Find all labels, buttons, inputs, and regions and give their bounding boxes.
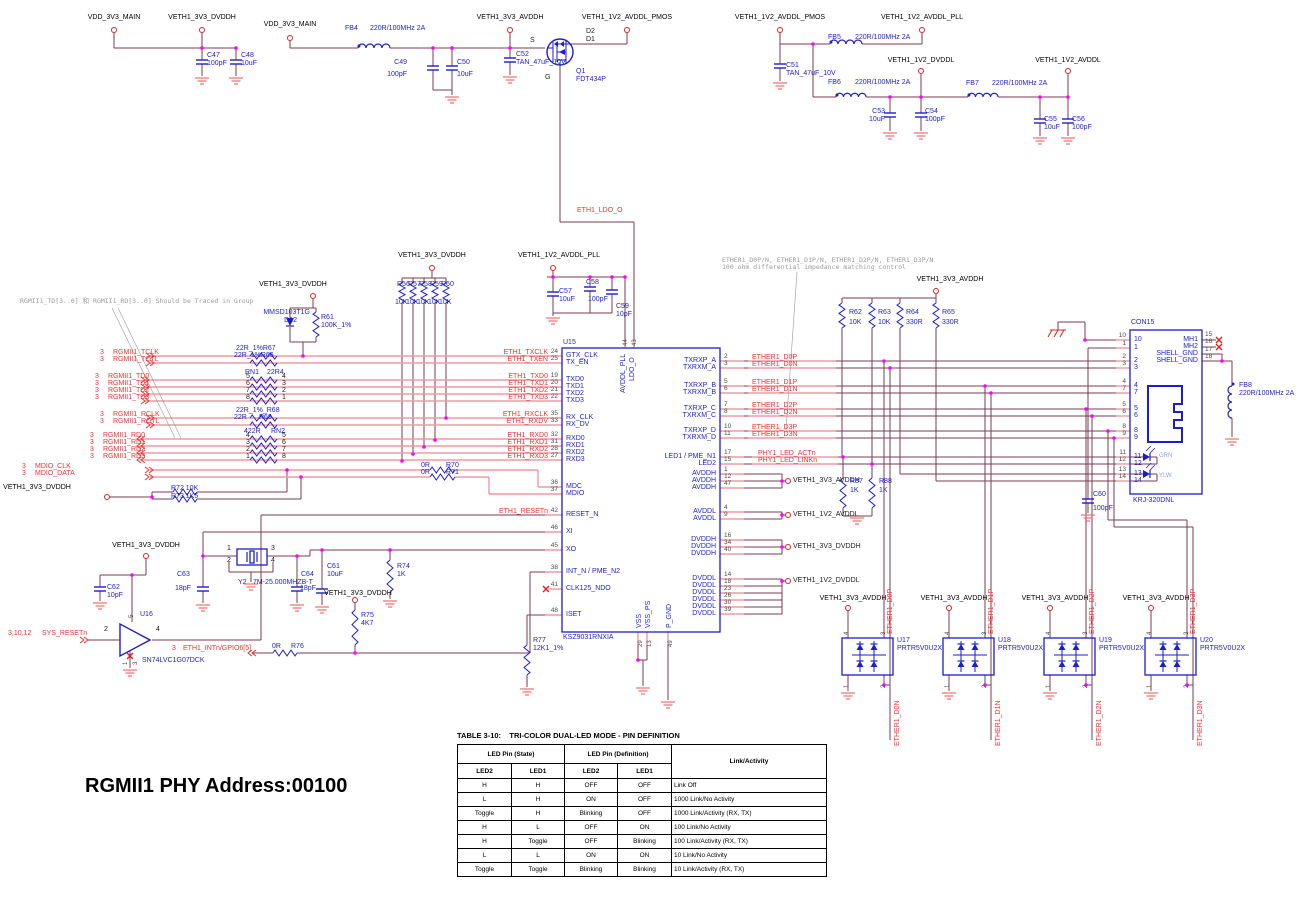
table-cell: H xyxy=(511,778,565,793)
table-cell: OFF xyxy=(564,778,618,793)
table-cell: Blinking xyxy=(564,862,618,877)
table-cell: H xyxy=(511,806,565,821)
table-cell: LED2 xyxy=(457,763,512,779)
table-cell: LED1 xyxy=(617,763,672,779)
table-cell: Toggle xyxy=(511,834,565,849)
table-cell: 1000 Link/No Activity xyxy=(671,792,827,807)
table-cell: 100 Link/No Activity xyxy=(671,820,827,835)
table-cell: H xyxy=(511,792,565,807)
table-cell: L xyxy=(511,848,565,863)
table-cell: 100 Link/Activity (RX, TX) xyxy=(671,834,827,849)
table-cell: L xyxy=(511,820,565,835)
table-cell: OFF xyxy=(617,806,672,821)
table-cell: H xyxy=(457,834,512,849)
table-cell: Toggle xyxy=(511,862,565,877)
table-cell: Link/Activity xyxy=(671,744,827,779)
table-cell: OFF xyxy=(564,820,618,835)
table-cell: 10 Link/No Activity xyxy=(671,848,827,863)
table-cell: Blinking xyxy=(617,862,672,877)
table-cell: ON xyxy=(564,848,618,863)
phy-address-heading: RGMII1 PHY Address:00100 xyxy=(85,775,348,797)
table-cell: Link Off xyxy=(671,778,827,793)
table-title: TABLE 3-10: TRI-COLOR DUAL-LED MODE - PI… xyxy=(457,731,680,740)
table-cell: LED2 xyxy=(564,763,618,779)
table-cell: Blinking xyxy=(564,806,618,821)
led-mode-table-section: TABLE 3-10: TRI-COLOR DUAL-LED MODE - PI… xyxy=(457,731,827,877)
table-cell: ON xyxy=(617,820,672,835)
table-cell: OFF xyxy=(617,792,672,807)
table-cell: L xyxy=(457,848,512,863)
led-mode-table: LED Pin (State)LED Pin (Definition)Link/… xyxy=(457,744,827,877)
table-cell: LED Pin (Definition) xyxy=(564,744,672,764)
table-cell: Toggle xyxy=(457,862,512,877)
table-cell: LED Pin (State) xyxy=(457,744,565,764)
table-cell: OFF xyxy=(564,834,618,849)
table-cell: Blinking xyxy=(617,834,672,849)
table-cell: LED1 xyxy=(511,763,565,779)
table-cell: 1000 Link/Activity (RX, TX) xyxy=(671,806,827,821)
table-cell: OFF xyxy=(617,778,672,793)
table-cell: L xyxy=(457,792,512,807)
table-cell: H xyxy=(457,820,512,835)
table-cell: ON xyxy=(564,792,618,807)
table-cell: ON xyxy=(617,848,672,863)
table-cell: H xyxy=(457,778,512,793)
table-cell: 10 Link/Activity (RX, TX) xyxy=(671,862,827,877)
table-cell: Toggle xyxy=(457,806,512,821)
